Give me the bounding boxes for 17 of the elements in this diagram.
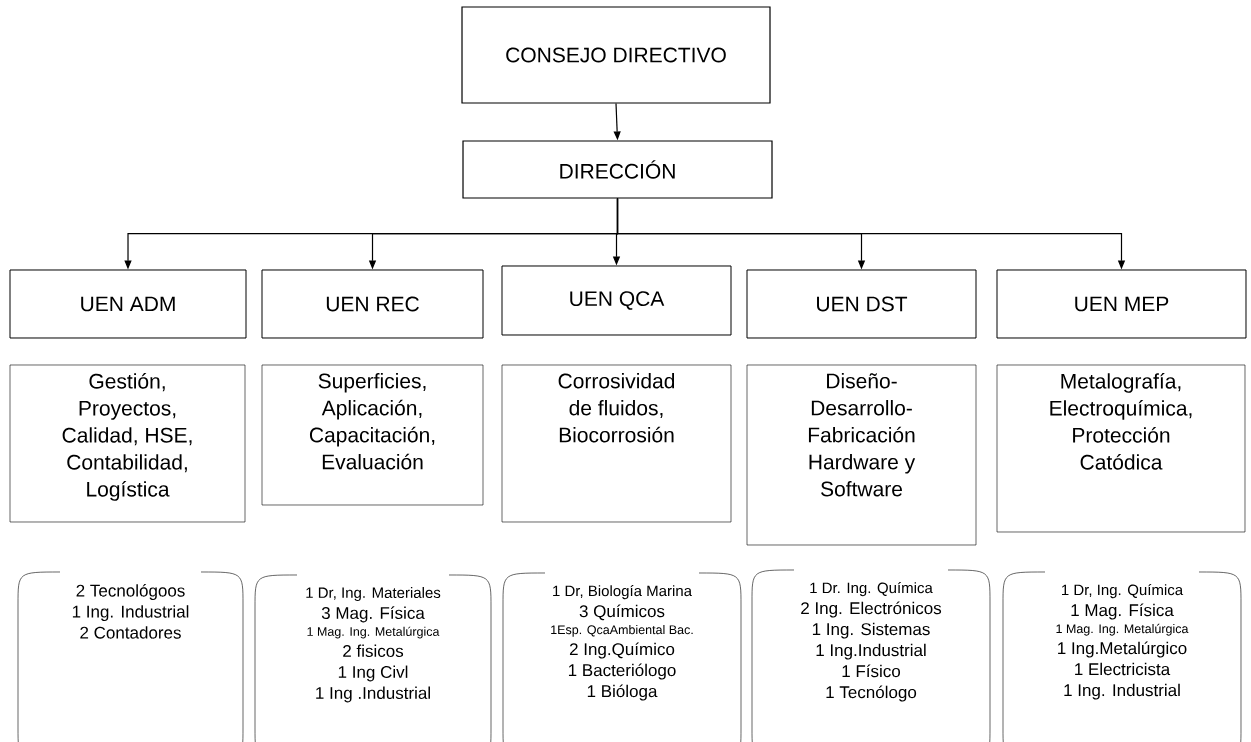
area-box: Diseño-Desarrollo-Fabricación Hardware y Software [746,364,977,546]
staff-bracket: 1 Dr, Ing. Materiales 3 Mag. Física 1 Mag. Ing. Metalúrgica 2 fisicos 1 Ing Civl 1 Ing .Industrial [254,574,492,742]
staff-bracket: 1 Dr, Biología Marina 3 Químicos 1Esp. QcaAmbiental Bac. 2 Ing.Químico 1 Bacteriólogo 1 Bióloga [502,572,742,742]
area-box: Superficies, Aplicación, Capacitación, Evaluación [261,364,484,506]
staff-bracket: 2 Tecnológoos 1 Ing. Industrial 2 Contadores [17,571,244,742]
staff-bracket: 1 Dr, Ing. Química 1 Mag. Física 1 Mag. Ing. Metalúrgica 1 Ing.Metalúrgico 1 Electricista 1 Ing. Industrial [1002,571,1242,742]
staff-bracket: 1 Dr. Ing. Química 2 Ing. Electrónicos 1 Ing. Sistemas 1 Ing.Industrial 1 Físico 1 Tecnólogo [751,569,991,742]
unit-box: UEN REC [261,269,484,339]
area-box: Metalografía, Electroquímica, Protección Catódica [996,364,1246,533]
title-box: CONSEJO DIRECTIVO [461,6,771,104]
title-box: DIRECCIÓN [462,140,773,199]
unit-box: UEN ADM [9,269,247,339]
unit-box: UEN DST [746,269,977,339]
unit-box: UEN QCA [501,265,732,336]
unit-box: UEN MEP [996,269,1247,339]
area-box: Gestión, Proyectos, Calidad, HSE, Contabilidad, Logística [9,364,246,523]
area-box: Corrosividad de fluidos, Biocorrosión [501,364,732,523]
